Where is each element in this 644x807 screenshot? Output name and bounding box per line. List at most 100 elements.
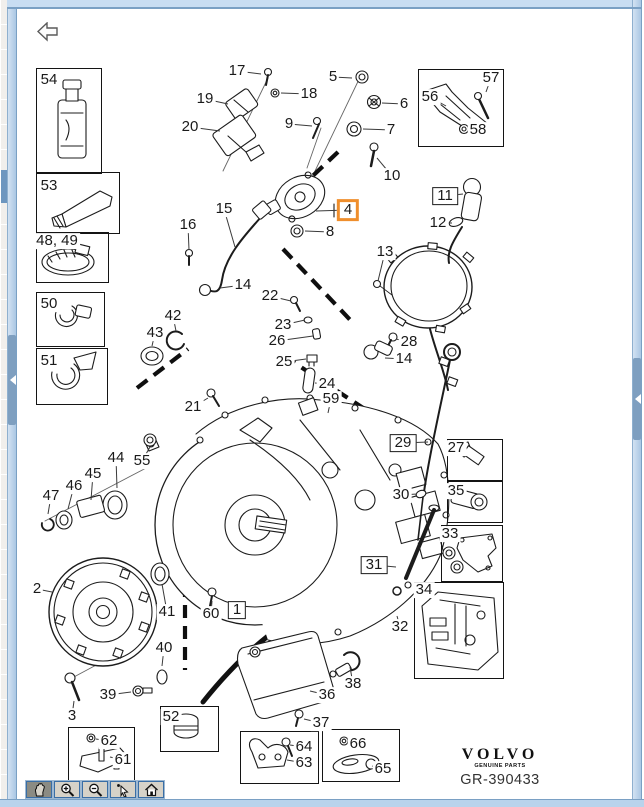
callout-27[interactable]: 27 bbox=[445, 439, 467, 457]
callout-47[interactable]: 47 bbox=[40, 487, 62, 505]
callout-43[interactable]: 43 bbox=[144, 324, 166, 342]
collapsed-panel-rows bbox=[1, 0, 7, 807]
part-group-box bbox=[36, 348, 108, 405]
callout-6[interactable]: 6 bbox=[397, 95, 411, 113]
callout-55[interactable]: 55 bbox=[131, 452, 153, 470]
callout-10[interactable]: 10 bbox=[381, 167, 403, 185]
callout-28[interactable]: 28 bbox=[398, 333, 420, 351]
callout-24[interactable]: 24 bbox=[316, 375, 338, 393]
callout-35[interactable]: 35 bbox=[445, 482, 467, 500]
callout-53[interactable]: 53 bbox=[38, 177, 60, 195]
top-strip bbox=[7, 0, 632, 7]
hand-icon bbox=[34, 782, 45, 796]
callout-40[interactable]: 40 bbox=[153, 639, 175, 657]
callout-31[interactable]: 31 bbox=[360, 556, 388, 574]
callout-26[interactable]: 26 bbox=[266, 332, 288, 350]
right-edge bbox=[642, 0, 644, 807]
callout-41[interactable]: 41 bbox=[156, 603, 178, 621]
callout-46[interactable]: 46 bbox=[63, 477, 85, 495]
part-group-box bbox=[418, 69, 504, 147]
part-group-box bbox=[36, 232, 109, 283]
callout-16[interactable]: 16 bbox=[177, 216, 199, 234]
part-group-box bbox=[414, 582, 504, 679]
part-group-box bbox=[160, 706, 219, 752]
callout-14[interactable]: 14 bbox=[232, 276, 254, 294]
callout-37[interactable]: 37 bbox=[310, 714, 332, 732]
callout-19[interactable]: 19 bbox=[194, 90, 216, 108]
callout-21[interactable]: 21 bbox=[182, 398, 204, 416]
callout-3[interactable]: 3 bbox=[65, 707, 79, 725]
triangle-left-icon bbox=[635, 394, 641, 404]
part-group-box bbox=[447, 439, 503, 481]
collapsed-panel-edge bbox=[0, 0, 7, 807]
part-group-box bbox=[447, 481, 503, 523]
pan-tool[interactable] bbox=[25, 780, 53, 799]
callout-15[interactable]: 15 bbox=[213, 200, 235, 218]
callout-34[interactable]: 34 bbox=[413, 581, 435, 599]
left-splitter[interactable] bbox=[7, 0, 17, 807]
callout-63[interactable]: 63 bbox=[293, 754, 315, 772]
callout-36[interactable]: 36 bbox=[316, 686, 338, 704]
callout-57[interactable]: 57 bbox=[480, 69, 502, 87]
drawing-number: GR-390433 bbox=[460, 772, 540, 788]
callout-38[interactable]: 38 bbox=[342, 675, 364, 693]
callout-2[interactable]: 2 bbox=[30, 580, 44, 598]
callout-8[interactable]: 8 bbox=[323, 223, 337, 241]
pointer-sparkle-icon bbox=[116, 783, 129, 797]
callout-9[interactable]: 9 bbox=[282, 115, 296, 133]
callout-59[interactable]: 59 bbox=[320, 390, 342, 408]
callout-60[interactable]: 60 bbox=[200, 605, 222, 623]
right-splitter[interactable] bbox=[632, 0, 642, 807]
brand-tagline: GENUINE PARTS bbox=[474, 763, 526, 769]
callout-62[interactable]: 62 bbox=[98, 732, 120, 750]
zoom-in-tool[interactable] bbox=[53, 780, 81, 799]
callout-23[interactable]: 23 bbox=[272, 316, 294, 334]
callout-5[interactable]: 5 bbox=[326, 68, 340, 86]
left-splitter-collapse-button[interactable] bbox=[8, 335, 16, 425]
callout-25[interactable]: 25 bbox=[273, 353, 295, 371]
callout-29[interactable]: 29 bbox=[389, 434, 417, 452]
callout-17[interactable]: 17 bbox=[226, 62, 248, 80]
callout-13[interactable]: 13 bbox=[374, 243, 396, 261]
part-group-box bbox=[240, 731, 319, 784]
brand-logo: VOLVO bbox=[461, 746, 539, 763]
callout-18[interactable]: 18 bbox=[298, 85, 320, 103]
callout-42[interactable]: 42 bbox=[162, 307, 184, 325]
back-button[interactable] bbox=[36, 21, 59, 42]
zoom-out-icon bbox=[88, 783, 102, 797]
callout-52[interactable]: 52 bbox=[160, 708, 182, 726]
callout-56[interactable]: 56 bbox=[419, 88, 441, 106]
collapsed-panel-selected-row bbox=[1, 170, 7, 203]
callout-4[interactable]: 4 bbox=[336, 199, 360, 221]
callout-39[interactable]: 39 bbox=[97, 686, 119, 704]
callout-30[interactable]: 30 bbox=[390, 486, 412, 504]
callout-61[interactable]: 61 bbox=[112, 751, 134, 769]
viewer-toolbar bbox=[25, 780, 165, 799]
select-tool[interactable] bbox=[109, 780, 137, 799]
callout-44[interactable]: 44 bbox=[105, 449, 127, 467]
callout-48-49[interactable]: 48, 49 bbox=[34, 232, 80, 250]
callout-22[interactable]: 22 bbox=[259, 287, 281, 305]
callout-14[interactable]: 14 bbox=[393, 350, 415, 368]
callout-11[interactable]: 11 bbox=[432, 187, 458, 205]
right-splitter-collapse-button[interactable] bbox=[633, 358, 641, 440]
callout-65[interactable]: 65 bbox=[372, 760, 394, 778]
callout-66[interactable]: 66 bbox=[347, 735, 369, 753]
back-arrow-icon bbox=[36, 21, 58, 42]
callout-32[interactable]: 32 bbox=[389, 618, 411, 636]
callout-64[interactable]: 64 bbox=[293, 738, 315, 756]
zoom-out-tool[interactable] bbox=[81, 780, 109, 799]
callout-50[interactable]: 50 bbox=[38, 295, 60, 313]
part-group-box bbox=[36, 292, 105, 347]
home-tool[interactable] bbox=[137, 780, 165, 799]
callout-51[interactable]: 51 bbox=[38, 352, 60, 370]
callout-1[interactable]: 1 bbox=[227, 601, 247, 619]
callout-7[interactable]: 7 bbox=[384, 121, 398, 139]
callout-12[interactable]: 12 bbox=[427, 214, 449, 232]
callout-54[interactable]: 54 bbox=[38, 71, 60, 89]
callout-58[interactable]: 58 bbox=[467, 121, 489, 139]
callout-33[interactable]: 33 bbox=[439, 525, 461, 543]
callout-45[interactable]: 45 bbox=[82, 465, 104, 483]
callout-20[interactable]: 20 bbox=[179, 118, 201, 136]
